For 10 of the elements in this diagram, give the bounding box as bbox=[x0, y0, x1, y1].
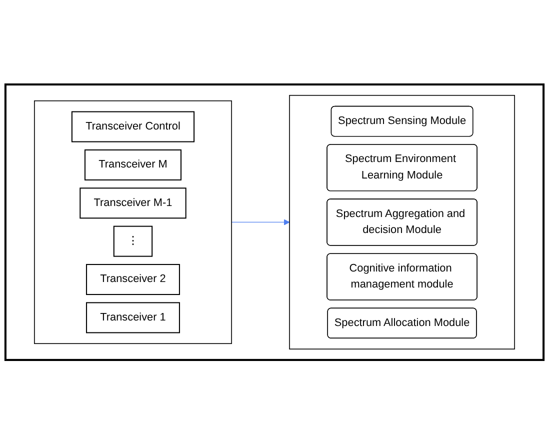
node-box: Transceiver 2 bbox=[86, 264, 180, 296]
arrow bbox=[231, 220, 290, 226]
node-box: Transceiver Control bbox=[71, 112, 195, 143]
cluster bbox=[289, 95, 515, 350]
cluster bbox=[4, 84, 545, 362]
node-box: Transceiver M bbox=[84, 150, 182, 181]
node-box: ⋮ bbox=[113, 226, 153, 258]
node-box: Transceiver 1 bbox=[86, 302, 180, 334]
node-box: Transceiver M-1 bbox=[80, 188, 186, 219]
cluster bbox=[34, 100, 232, 344]
